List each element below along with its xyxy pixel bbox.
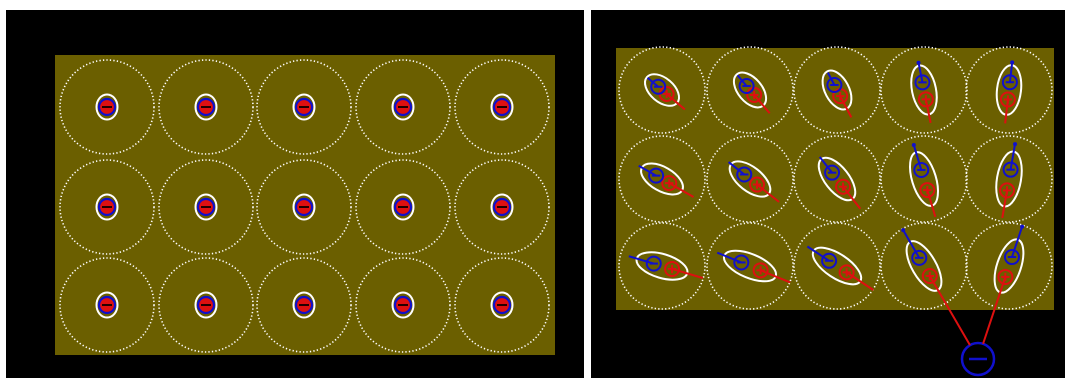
force-arrow-tip <box>901 228 905 232</box>
unpolarized-lattice-diagram <box>6 10 584 378</box>
external-charge <box>962 343 994 375</box>
force-arrow-tip <box>1020 225 1024 229</box>
force-arrow-tip <box>912 143 916 147</box>
force-arrow-tip <box>1013 142 1017 146</box>
unpolarized-panel <box>6 10 584 378</box>
force-arrow-tip <box>1010 60 1014 64</box>
polarized-panel <box>591 10 1065 378</box>
force-arrow-tip <box>917 61 921 65</box>
polarized-lattice-diagram <box>591 10 1065 378</box>
